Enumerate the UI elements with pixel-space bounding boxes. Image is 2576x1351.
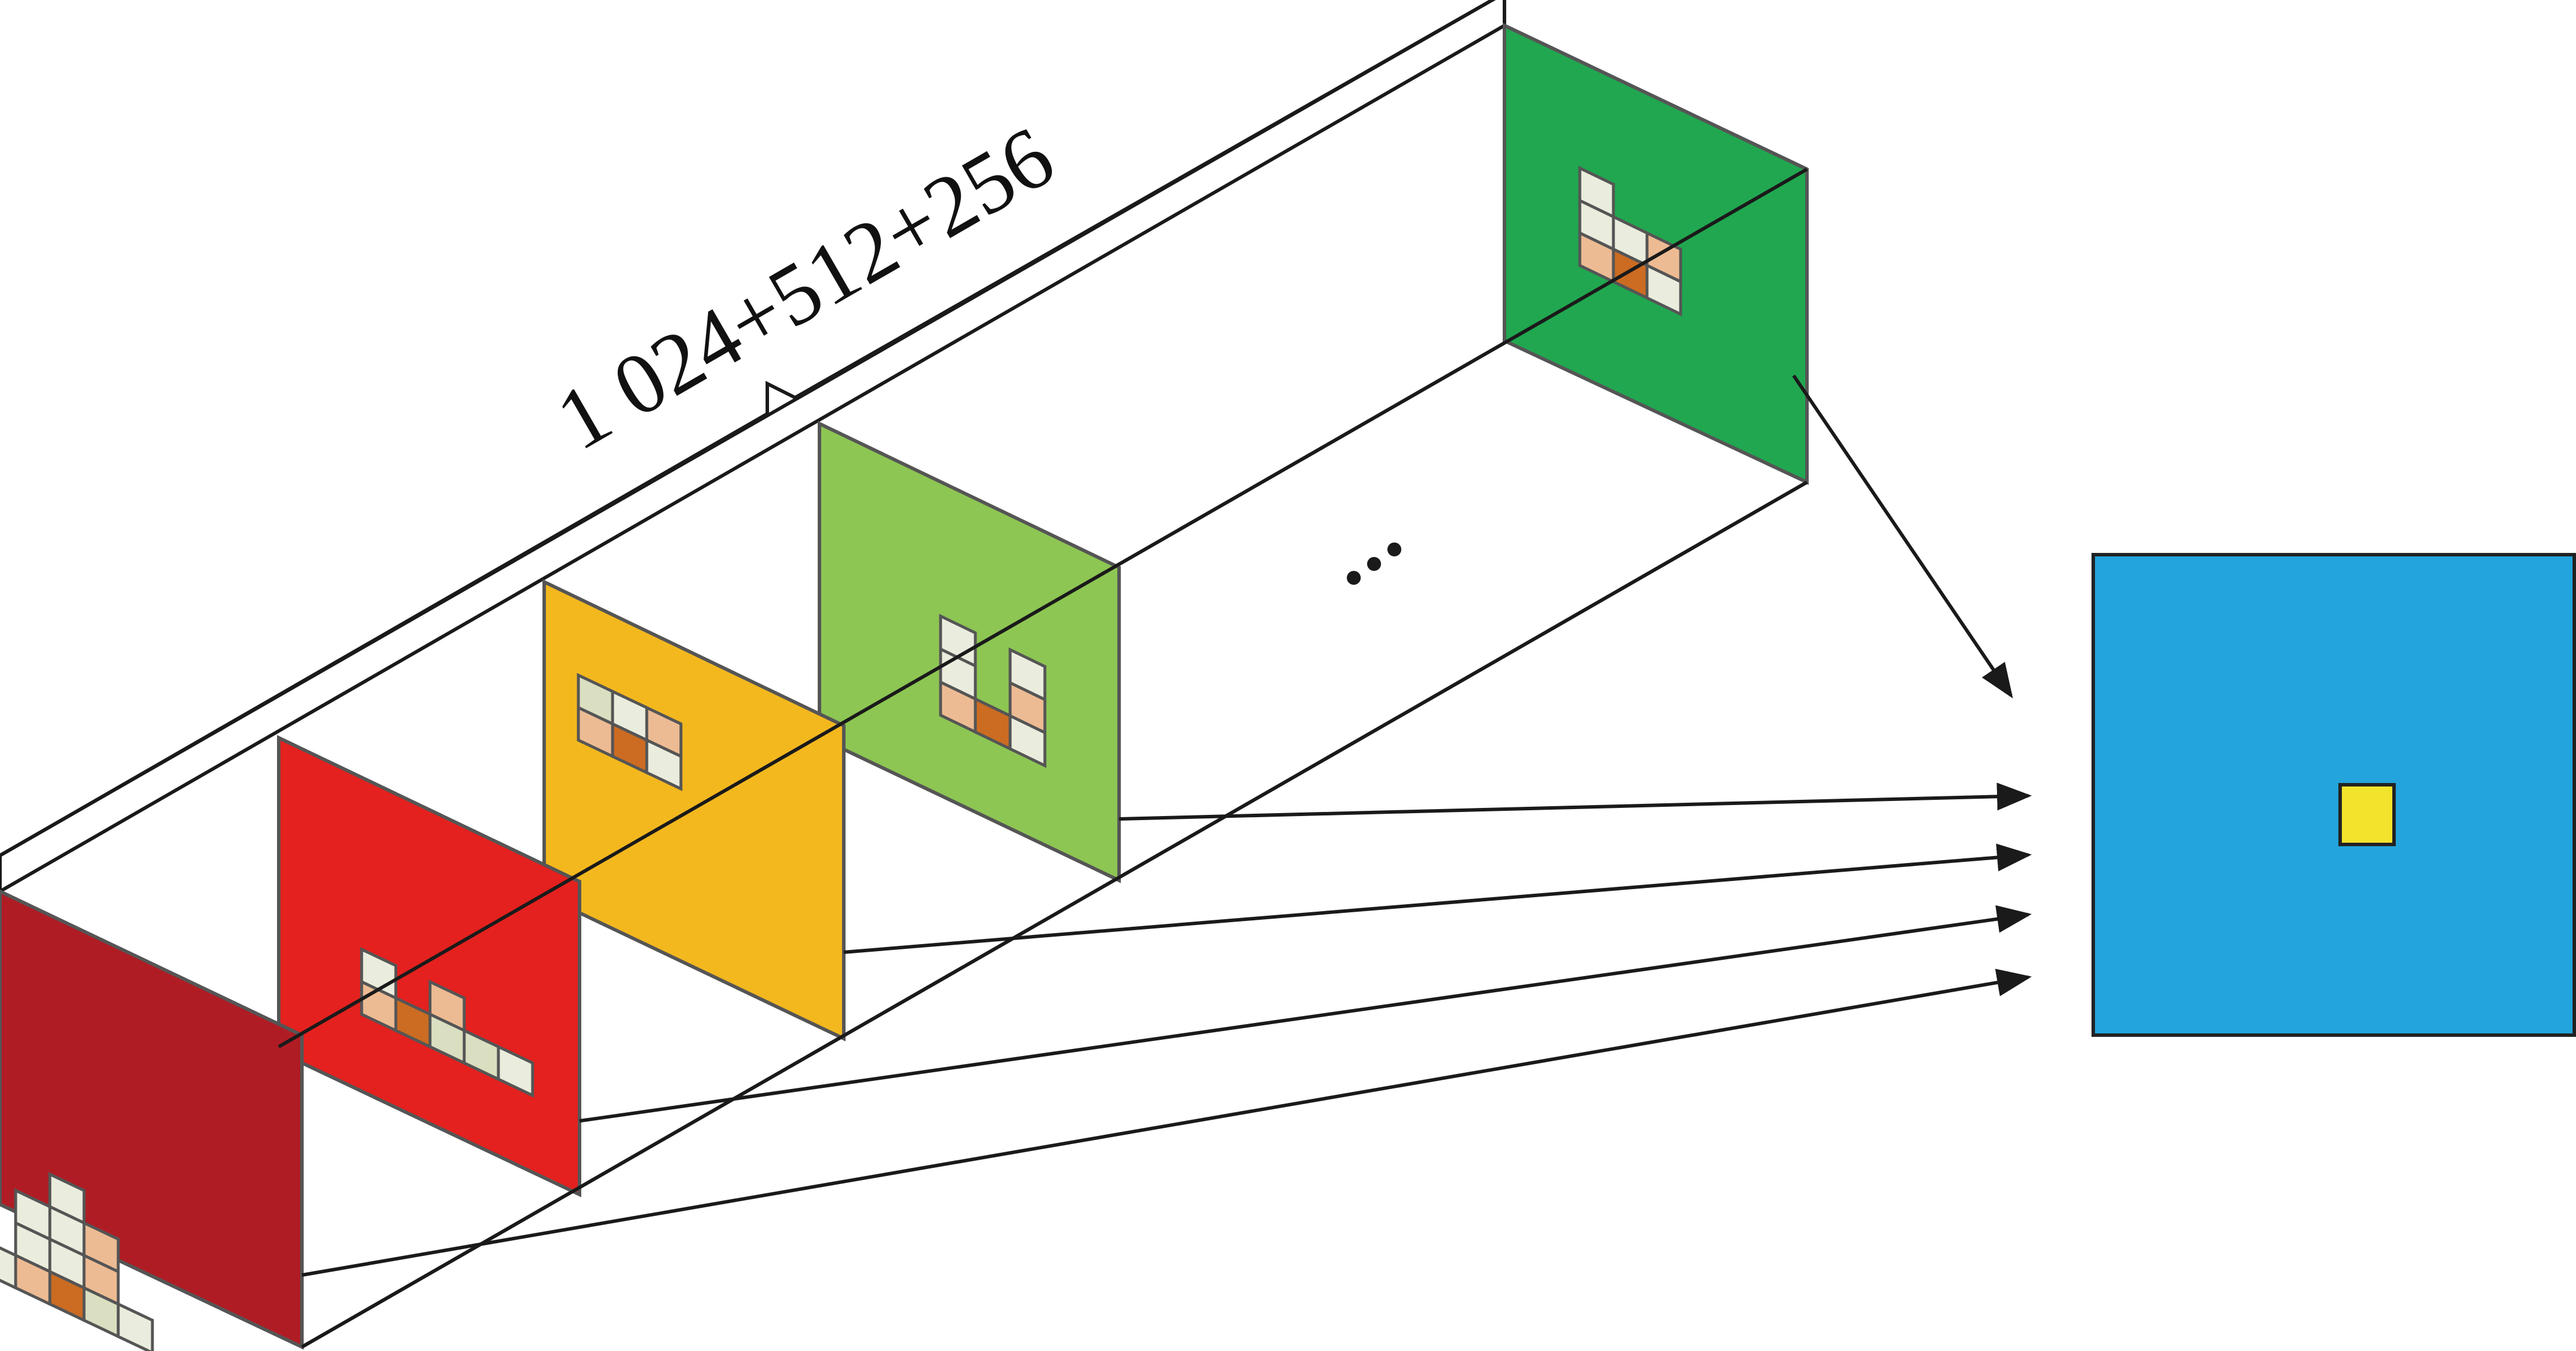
kernel-layer-1 xyxy=(0,1172,154,1351)
kernel-cell xyxy=(645,738,683,791)
volume-bottom-diagonal xyxy=(301,480,1808,1349)
kernel-cell xyxy=(1645,263,1682,316)
volume-front-lines xyxy=(278,167,1808,1349)
output-feature-map xyxy=(2092,553,2576,1037)
ellipsis-dots xyxy=(1347,542,1401,585)
arrow-from-layer-4 xyxy=(1118,782,2032,821)
arrow-from-layer-5 xyxy=(1792,374,2013,698)
arrow-from-layer-2 xyxy=(579,905,2032,1123)
kernel-cell xyxy=(497,1044,534,1098)
kernel-cell xyxy=(82,1221,120,1274)
channel-dimension-bracket xyxy=(0,0,1506,891)
kernel-cell xyxy=(0,1246,17,1290)
volume-top-diagonal xyxy=(278,167,1808,1048)
kernel-layer-4 xyxy=(939,614,1047,768)
arrow-from-layer-3 xyxy=(843,843,2032,954)
feature-layer-2 xyxy=(277,735,581,1197)
output-pixel xyxy=(2338,783,2396,846)
kernel-cell xyxy=(116,1302,154,1351)
kernel-layer-3 xyxy=(577,673,683,791)
arrow-from-layer-1 xyxy=(301,968,2032,1277)
kernel-cell xyxy=(1008,647,1047,702)
feature-arrows xyxy=(301,374,2032,1277)
